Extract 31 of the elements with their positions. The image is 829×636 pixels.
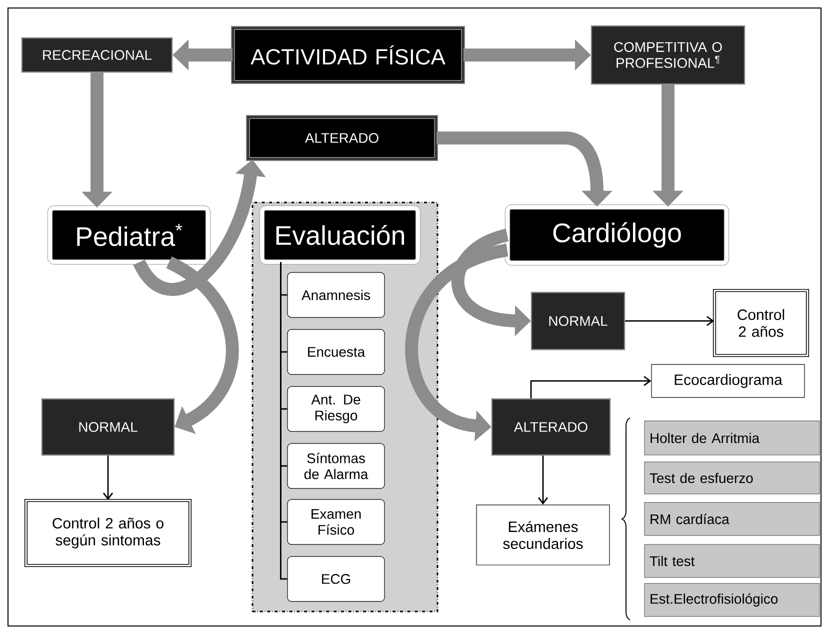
test-box: Tilt test <box>644 544 820 578</box>
test-box: RM cardíaca <box>644 502 820 536</box>
item-box: ECG <box>287 556 385 602</box>
arrow <box>530 376 652 398</box>
title-box: ALTERADO <box>246 115 438 161</box>
item-box: Síntomas de Alarma <box>287 443 385 489</box>
result-box: RECREACIONAL <box>21 37 173 73</box>
item-box: Encuesta <box>287 329 385 375</box>
title-box: ACTIVIDAD FÍSICA <box>231 26 465 84</box>
exam-box: Exámenes secundarios <box>476 504 610 566</box>
result-box: NORMAL <box>530 292 626 350</box>
test-box: Test de esfuerzo <box>644 462 820 494</box>
arrow <box>166 256 239 434</box>
role-box: Pediatra$^{*}$ <box>47 205 211 265</box>
outcome-box: Control 2 años <box>712 288 810 358</box>
item-box: Ant. De Riesgo <box>287 386 385 432</box>
arrow <box>625 316 714 326</box>
result-box: ALTERADO <box>491 398 611 456</box>
test-box: Holter de Arritmia <box>644 420 820 456</box>
item-box: Examen Físico <box>287 499 385 545</box>
exam-box: Ecocardiograma <box>651 364 805 398</box>
outcome-box: Control 2 años o según sintomas <box>24 498 192 568</box>
test-box: Est.Electrofisiológico <box>644 583 820 617</box>
connector-line <box>280 262 288 580</box>
result-box: COMPETITIVA O PROFESIONAL$^{¶}$ <box>590 25 746 85</box>
item-box: Anamnesis <box>287 272 385 318</box>
role-box: Cardiólogo <box>504 204 730 266</box>
arrow <box>538 456 548 505</box>
arrow <box>102 456 114 500</box>
result-box: NORMAL <box>41 398 175 456</box>
role-box: Evaluación <box>259 205 421 265</box>
